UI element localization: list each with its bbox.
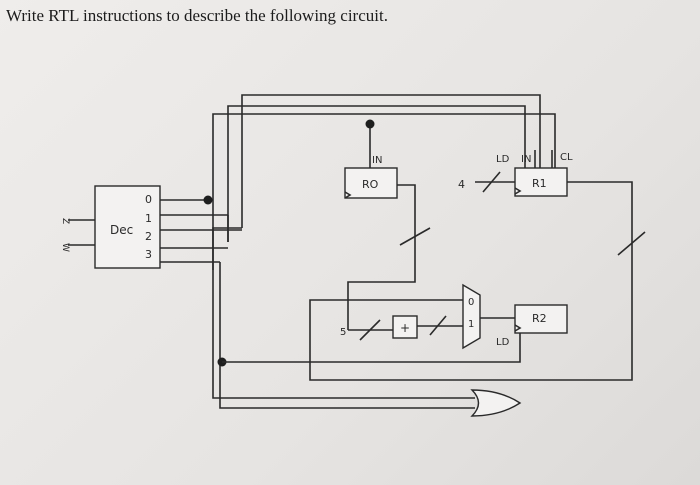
- decoder-label: Dec: [110, 223, 133, 237]
- or-gate-body: [470, 389, 522, 417]
- decoder: Dec 0 1 2 3 Z W: [60, 185, 161, 269]
- decoder-input-w: W: [60, 243, 70, 252]
- r1-bus-width: 4: [458, 178, 465, 191]
- r1-port-in: IN: [521, 154, 531, 165]
- adder-box: [392, 315, 418, 339]
- decoder-output-2: 2: [145, 230, 152, 243]
- question-text: Write RTL instructions to describe the f…: [6, 6, 388, 25]
- r2-label: R2: [532, 312, 547, 325]
- or-gate: [470, 389, 522, 417]
- r1-port-cl: CL: [560, 152, 573, 163]
- register-r0: IN RO: [344, 119, 431, 300]
- adder: + 5: [340, 300, 463, 341]
- decoder-output-wires: [160, 195, 475, 409]
- register-r2: R2 LD: [222, 304, 568, 363]
- decoder-box: [94, 185, 161, 269]
- junction-dot: [203, 195, 213, 205]
- r0-port-in: IN: [372, 155, 382, 166]
- adder-symbol: +: [400, 321, 410, 335]
- decoder-input-z: Z: [60, 218, 70, 224]
- r0-box: [344, 167, 398, 199]
- mux-body: [462, 283, 481, 350]
- r1-label: R1: [532, 177, 547, 190]
- junction-dot: [365, 119, 375, 129]
- r2-box: [514, 304, 568, 334]
- mux-input-0: 0: [468, 297, 474, 308]
- register-r1: LD IN CL R1 4: [309, 150, 646, 381]
- mux: 0 1: [462, 283, 515, 350]
- mux-input-1: 1: [468, 319, 474, 330]
- decoder-output-0: 0: [145, 193, 152, 206]
- r2-port-ld: LD: [496, 337, 510, 348]
- decoder-output-1: 1: [145, 212, 152, 225]
- decoder-output-3: 3: [145, 248, 152, 261]
- r1-port-ld: LD: [496, 154, 510, 165]
- r1-box: [514, 167, 568, 197]
- r0-label: RO: [362, 178, 379, 191]
- adder-constant: 5: [340, 327, 346, 338]
